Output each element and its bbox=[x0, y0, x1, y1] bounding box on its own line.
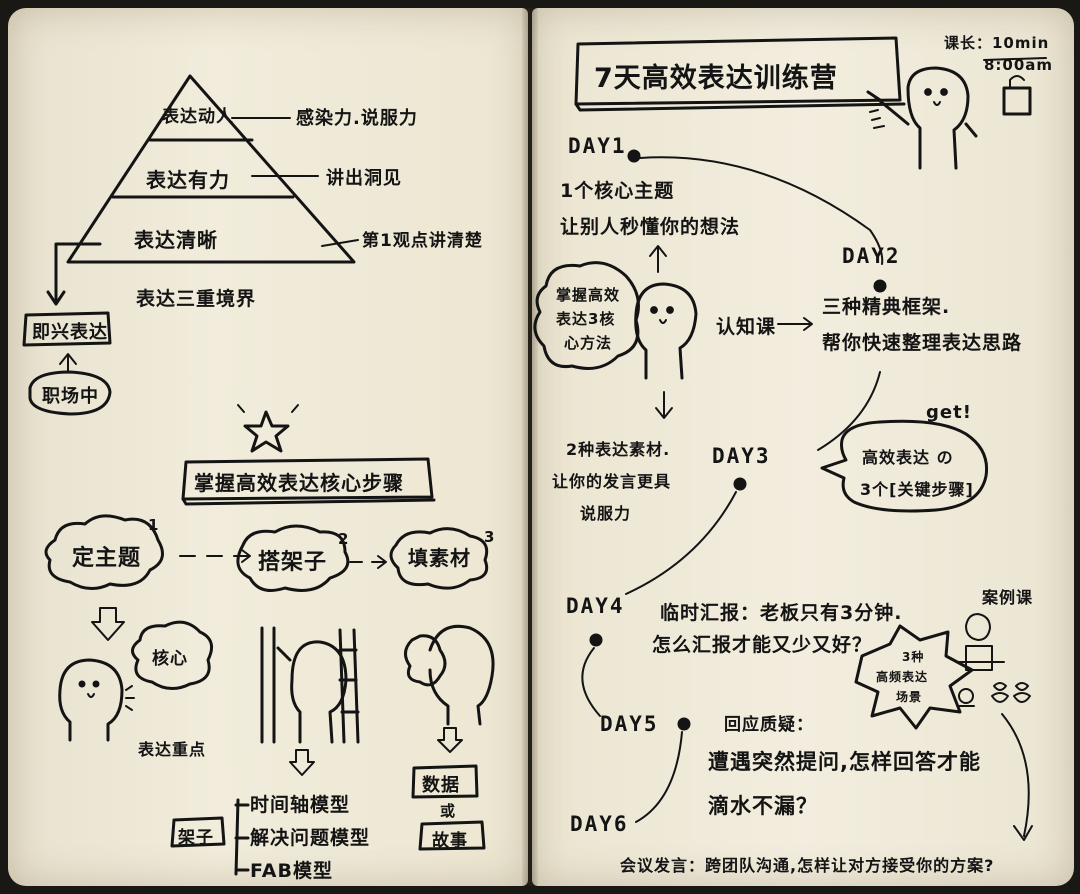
time-label: 8:00am bbox=[984, 56, 1054, 74]
model-timeline: 时间轴模型 bbox=[250, 794, 351, 816]
teacher-sketch bbox=[906, 66, 970, 170]
day1-line2: 让别人秒懂你的想法 bbox=[560, 216, 741, 238]
day4-line1: 临时汇报：老板只有3分钟. bbox=[660, 602, 903, 624]
impromptu-label: 即兴表达 bbox=[32, 322, 108, 343]
pyramid-drawing bbox=[46, 74, 359, 306]
method-cloud-line1: 掌握高效 bbox=[556, 286, 621, 304]
step3-number: 3 bbox=[484, 528, 496, 546]
get-label: get! bbox=[926, 402, 972, 423]
case-class: 案例课 bbox=[982, 588, 1034, 607]
core-cloud-label: 核心 bbox=[152, 649, 188, 669]
respond-label: 回应质疑： bbox=[724, 715, 814, 735]
step3-cloud bbox=[389, 527, 489, 590]
day5-line2: 滴水不漏？ bbox=[708, 794, 818, 818]
workplace-bubble bbox=[28, 370, 112, 416]
focus-note: 表达重点 bbox=[138, 740, 207, 759]
material-line3: 说服力 bbox=[580, 504, 632, 523]
pyramid-top-level: 表达动人 bbox=[162, 107, 234, 127]
right-page bbox=[532, 8, 1074, 886]
day6-label: DAY6 bbox=[570, 812, 629, 836]
pyramid-middle-note: 讲出洞见 bbox=[326, 168, 402, 189]
day4-line2: 怎么汇报才能又少又好？ bbox=[652, 634, 873, 656]
pyramid-top-note: 感染力.说服力 bbox=[296, 108, 418, 129]
workplace-label: 职场中 bbox=[42, 386, 99, 407]
key-bubble-line1: 高效表达 の bbox=[862, 448, 954, 467]
character-sketch bbox=[58, 658, 124, 742]
cognition-class: 认知课 bbox=[716, 316, 777, 338]
step2-label: 搭架子 bbox=[258, 550, 328, 575]
pyramid-bottom-level: 表达清晰 bbox=[134, 228, 218, 252]
key-bubble-line2: 3个[关键步骤] bbox=[860, 480, 974, 499]
day5-label: DAY5 bbox=[600, 712, 659, 736]
data-label: 数据 bbox=[422, 775, 460, 796]
day2-line2: 帮你快速整理表达思路 bbox=[822, 332, 1023, 354]
method-cloud-line3: 心方法 bbox=[564, 334, 613, 352]
day1-line1: 1个核心主题 bbox=[560, 180, 675, 202]
step2-cloud bbox=[236, 524, 350, 592]
notebook-gutter bbox=[522, 8, 538, 886]
duration-label: 课长：10min bbox=[944, 34, 1050, 52]
or-label: 或 bbox=[440, 802, 457, 820]
lock-icon bbox=[1002, 86, 1032, 116]
down-arrow bbox=[91, 607, 125, 641]
pyramid-caption: 表达三重境界 bbox=[136, 288, 257, 310]
star-icon bbox=[243, 410, 290, 453]
step1-label: 定主题 bbox=[72, 546, 142, 571]
scene-bubble bbox=[854, 624, 974, 730]
day5-line1: 遭遇突然提问,怎样回答才能 bbox=[708, 750, 981, 774]
center-character bbox=[634, 282, 698, 380]
story-label: 故事 bbox=[432, 831, 468, 851]
day1-label: DAY1 bbox=[568, 134, 627, 158]
page-title: 7天高效表达训练营 bbox=[594, 63, 838, 94]
model-problem-solving: 解决问题模型 bbox=[250, 827, 371, 849]
step1-number: 1 bbox=[148, 516, 160, 534]
day3-label: DAY3 bbox=[712, 444, 771, 468]
day2-label: DAY2 bbox=[842, 244, 901, 268]
day4-label: DAY4 bbox=[566, 594, 625, 618]
step3-label: 填素材 bbox=[408, 546, 471, 570]
model-fab: FAB模型 bbox=[250, 860, 333, 882]
pyramid-middle-level: 表达有力 bbox=[146, 168, 230, 192]
ladder bbox=[260, 626, 276, 744]
day2-line1: 三种精典框架. bbox=[822, 296, 951, 318]
scene-bubble-line2: 高频表达 bbox=[876, 670, 929, 684]
material-line2: 让你的发言更具 bbox=[552, 472, 672, 491]
steps-title: 掌握高效表达核心步骤 bbox=[194, 471, 404, 495]
key-steps-bubble bbox=[820, 419, 989, 513]
step1-cloud bbox=[44, 514, 164, 590]
method-cloud-line2: 表达3核 bbox=[556, 310, 616, 328]
impromptu-box-outline bbox=[22, 311, 112, 347]
step2-number: 2 bbox=[338, 530, 350, 548]
scene-bubble-line3: 场景 bbox=[896, 690, 923, 704]
framework-label: 架子 bbox=[178, 828, 214, 848]
title-box-outline bbox=[574, 36, 902, 106]
pyramid-bottom-note: 第1观点讲清楚 bbox=[362, 231, 483, 251]
meeting-line: 会议发言：跨团队沟通,怎样让对方接受你的方案? bbox=[620, 856, 995, 875]
scene-bubble-line1: 3种 bbox=[902, 650, 925, 664]
material-line1: 2种表达素材. bbox=[566, 440, 671, 459]
